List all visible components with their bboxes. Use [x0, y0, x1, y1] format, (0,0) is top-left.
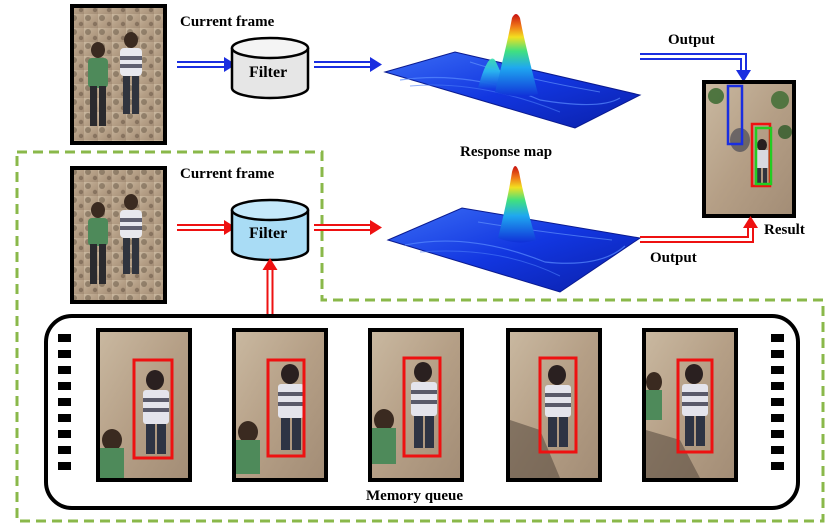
current-frame-top-label: Current frame: [180, 14, 275, 30]
memory-box-1: [132, 358, 174, 460]
arrow-frame-to-filter-bottom: [177, 220, 236, 235]
filter-top-label: Filter: [249, 64, 287, 81]
response-map-top: [383, 14, 642, 129]
filter-bottom-label: Filter: [249, 225, 287, 242]
current-frame-bottom-label: Current frame: [180, 166, 275, 182]
memory-frame-1: [96, 328, 192, 482]
memory-frame-5: [642, 328, 738, 482]
film-perforations-left: [58, 334, 71, 470]
result-image: [702, 80, 796, 218]
arrow-output-top: [640, 53, 751, 82]
output-top-label: Output: [668, 32, 715, 48]
memory-box-5: [676, 358, 714, 454]
memory-box-3: [402, 356, 442, 458]
film-perforations-right: [771, 334, 784, 470]
arrow-memory-to-filter: [262, 258, 278, 318]
current-frame-top-image: [70, 4, 167, 145]
memory-box-4: [538, 356, 578, 454]
memory-frame-3: [368, 328, 464, 482]
memory-frame-2: [232, 328, 328, 482]
response-map-bottom: [386, 166, 642, 293]
result-blue-box: [726, 84, 744, 146]
arrow-output-bottom: [640, 216, 758, 243]
memory-frame-4: [506, 328, 602, 482]
result-green-box: [754, 126, 773, 186]
arrow-filter-to-response-bottom: [314, 220, 382, 235]
current-frame-bottom-image: [70, 166, 167, 304]
memory-queue-label: Memory queue: [366, 488, 463, 504]
memory-region-border: [15, 150, 825, 523]
result-label: Result: [764, 222, 805, 238]
output-bottom-label: Output: [650, 250, 697, 266]
arrow-filter-to-response-top: [314, 57, 382, 72]
filter-top-cylinder: [230, 36, 310, 100]
response-map-label: Response map: [460, 144, 552, 160]
arrow-frame-to-filter-top: [177, 57, 236, 72]
memory-box-2: [266, 358, 306, 458]
